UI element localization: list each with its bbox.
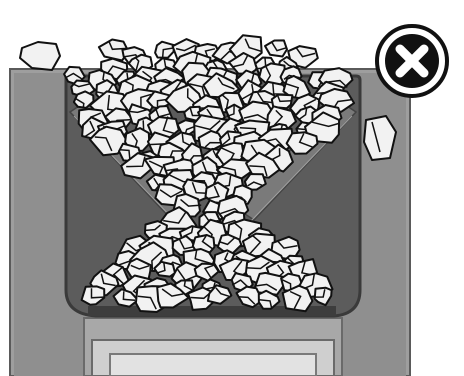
close-button[interactable]	[374, 23, 450, 99]
flying-rock-right	[364, 116, 396, 160]
flying-rock-left	[20, 42, 60, 70]
rock	[255, 273, 285, 295]
